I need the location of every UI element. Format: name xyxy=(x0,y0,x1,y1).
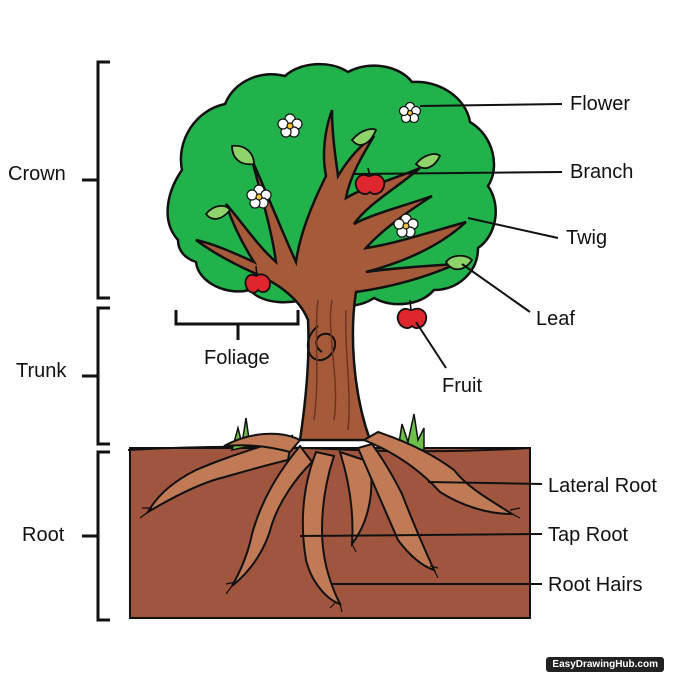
leader-lines xyxy=(299,103,563,585)
flower-1 xyxy=(277,113,303,138)
flower-label: Flower xyxy=(570,93,631,115)
foliage-label: Foliage xyxy=(204,347,270,369)
tap-root-label: Tap Root xyxy=(548,524,629,546)
twig-line xyxy=(467,217,559,239)
leaf-3 xyxy=(414,153,442,170)
fruit-2 xyxy=(244,273,271,294)
leaves xyxy=(204,128,474,271)
fruit-line xyxy=(415,321,447,369)
leaf-1 xyxy=(231,144,255,166)
ground-line xyxy=(127,445,531,453)
lateral-root-label: Lateral Root xyxy=(548,475,657,497)
foliage-bracket xyxy=(174,310,300,326)
lateral-root-line xyxy=(427,481,543,485)
root-bracket xyxy=(96,450,110,622)
root-hairs-label: Root Hairs xyxy=(548,574,643,596)
leaf-2 xyxy=(350,128,378,146)
trunk-label: Trunk xyxy=(16,360,67,382)
tap-root-line xyxy=(299,533,543,537)
flower-line xyxy=(419,103,563,107)
flower-3 xyxy=(246,184,272,209)
brackets xyxy=(82,60,300,622)
leaf-label: Leaf xyxy=(536,308,575,330)
fruits xyxy=(244,173,428,329)
crown-label: Crown xyxy=(8,163,66,185)
branch-line xyxy=(353,171,563,175)
leaf-4 xyxy=(204,205,232,220)
trunk-bracket xyxy=(96,306,110,446)
fruit-label: Fruit xyxy=(442,375,482,397)
root-label: Root xyxy=(22,524,65,546)
flower-4 xyxy=(393,213,419,238)
crown-bracket xyxy=(96,60,110,300)
branch-label: Branch xyxy=(570,161,634,183)
root-hairs xyxy=(139,507,521,613)
leaf-line xyxy=(461,263,531,313)
fruit-3 xyxy=(396,307,428,329)
flowers xyxy=(246,101,422,238)
fruit-1 xyxy=(354,173,386,195)
flower-2 xyxy=(398,101,422,124)
twig-label: Twig xyxy=(566,227,608,249)
watermark: EasyDrawingHub.com xyxy=(546,657,664,672)
trunk-grain xyxy=(313,299,350,431)
